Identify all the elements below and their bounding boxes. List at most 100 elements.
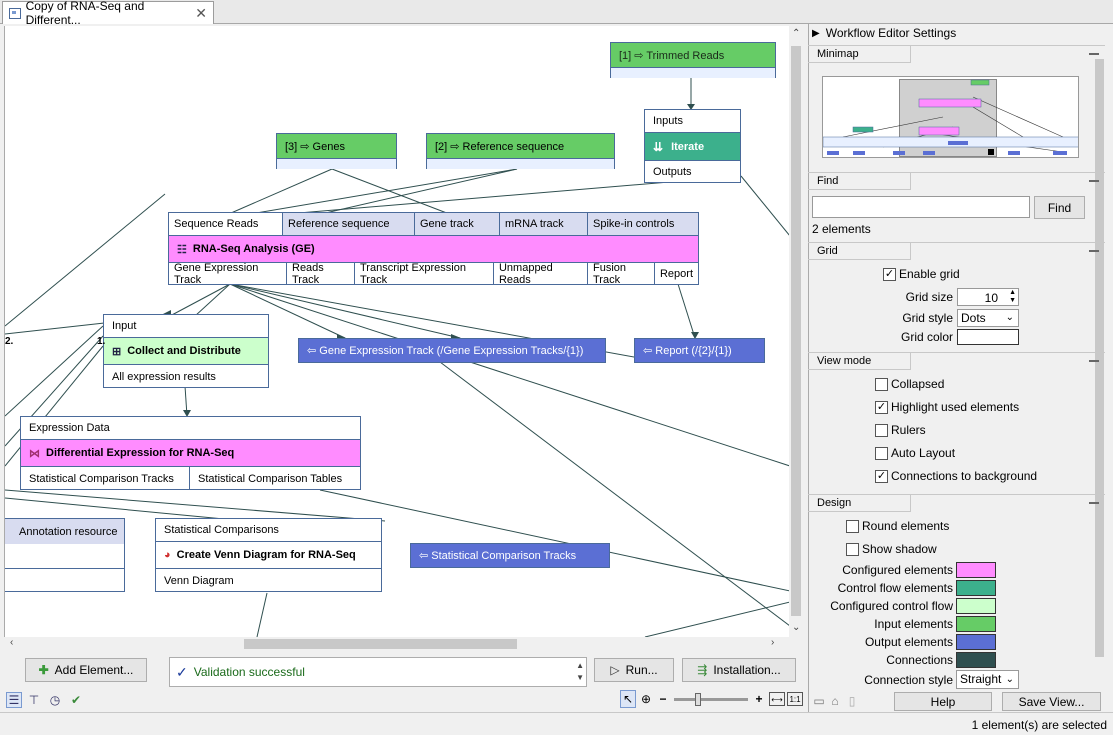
viewmode-section-header[interactable]: View mode — [808, 352, 1105, 370]
port-gene-track[interactable]: Gene track — [415, 213, 500, 235]
zoom-out-icon[interactable]: − — [659, 692, 667, 706]
save-view-button[interactable]: Save View... — [1002, 692, 1101, 711]
output-gene-expression-track[interactable]: ⇦ Gene Expression Track (/Gene Expressio… — [298, 338, 606, 363]
collapse-viewmode-icon[interactable] — [1089, 360, 1099, 362]
diffexp-input[interactable]: Expression Data — [29, 422, 110, 434]
connections-swatch[interactable] — [956, 652, 996, 668]
minimap[interactable] — [822, 76, 1079, 158]
settings-scrollbar-thumb[interactable] — [1095, 59, 1104, 657]
collapsed-checkbox[interactable] — [875, 378, 888, 391]
port-report[interactable]: Report — [659, 268, 694, 280]
collect-input[interactable]: Input — [112, 320, 137, 332]
port-mrna-track[interactable]: mRNA track — [500, 213, 588, 235]
scroll-up-icon[interactable]: ⌃ — [792, 28, 801, 39]
scroll-right-icon[interactable]: › — [771, 637, 775, 648]
find-input[interactable] — [812, 196, 1030, 218]
rnaseq-analysis-element[interactable]: Sequence Reads Reference sequence Gene t… — [168, 212, 699, 286]
port-gene-expression-track[interactable]: Gene Expression Track — [169, 262, 287, 286]
venn-output[interactable]: Venn Diagram — [156, 568, 381, 592]
port-statistical-comparison-tracks[interactable]: Statistical Comparison Tracks — [21, 467, 190, 490]
collect-output[interactable]: All expression results — [104, 364, 268, 388]
vertical-scroll-thumb[interactable] — [791, 46, 801, 616]
auto-layout-checkbox[interactable] — [875, 447, 888, 460]
collapse-find-icon[interactable] — [1089, 180, 1099, 182]
collapse-grid-icon[interactable] — [1089, 250, 1099, 252]
venn-diagram-element[interactable]: Statistical Comparisons ◕ Create Venn Di… — [155, 518, 382, 592]
scroll-left-icon[interactable]: ‹ — [10, 637, 14, 648]
port-fusion-track[interactable]: Fusion Track — [588, 262, 655, 286]
configured-control-flow-swatch[interactable] — [956, 598, 996, 614]
control-flow-elements-swatch[interactable] — [956, 580, 996, 596]
pointer-icon[interactable]: ↖ — [620, 690, 636, 708]
zoom-slider-thumb[interactable] — [695, 693, 701, 706]
rulers-checkbox[interactable] — [875, 424, 888, 437]
input-genes[interactable]: [3] ⇨ Genes — [276, 133, 397, 169]
find-button[interactable]: Find — [1034, 196, 1085, 219]
tab-workflow[interactable]: Copy of RNA-Seq and Different... ✕ — [2, 0, 214, 27]
port-transcript-expression-track[interactable]: Transcript Expression Track — [355, 262, 494, 286]
input-trimmed-reads[interactable]: [1] ⇨ Trimmed Reads — [610, 42, 776, 78]
collapse-panel-icon[interactable]: ▶ — [812, 27, 820, 39]
iterate-element[interactable]: Inputs ⇊ Iterate Outputs — [644, 109, 741, 183]
design-section-header[interactable]: Design — [808, 494, 1105, 512]
scroll-down-icon[interactable]: ⌄ — [792, 622, 801, 633]
minimap-section-header[interactable]: Minimap — [808, 45, 1105, 63]
port-unmapped-reads[interactable]: Unmapped Reads — [494, 262, 588, 286]
fit-width-icon[interactable]: ⟷ — [769, 692, 785, 706]
horizontal-scroll-thumb[interactable] — [244, 639, 517, 649]
workflow-view-icon[interactable]: ☰ — [6, 692, 22, 708]
collect-distribute-element[interactable]: Input ⊞ Collect and Distribute All expre… — [103, 314, 269, 388]
port-sequence-reads[interactable]: Sequence Reads — [169, 213, 283, 235]
input-elements-swatch[interactable] — [956, 616, 996, 632]
round-elements-checkbox[interactable] — [846, 520, 859, 533]
validate-view-icon[interactable]: ✔ — [70, 693, 82, 707]
differential-expression-element[interactable]: Expression Data ⋈ Differential Expressio… — [20, 416, 361, 490]
grid-size-stepper[interactable]: 10 ▲▼ — [957, 288, 1019, 306]
new-view-icon[interactable]: ▭ — [813, 694, 825, 708]
installation-button[interactable]: ⇶ Installation... — [682, 658, 796, 682]
port-statistical-comparison-tables[interactable]: Statistical Comparison Tables — [198, 472, 343, 485]
grid-style-select[interactable]: Dots ⌄ — [957, 309, 1019, 327]
close-icon[interactable]: ✕ — [195, 4, 207, 21]
run-button[interactable]: ▷ Run... — [594, 658, 674, 682]
connections-background-checkbox[interactable]: ✓ — [875, 470, 888, 483]
iterate-inputs[interactable]: Inputs — [653, 115, 683, 127]
collapse-minimap-icon[interactable] — [1089, 53, 1099, 55]
output-report[interactable]: ⇦ Report (/{2}/{1}) — [634, 338, 765, 363]
collapse-design-icon[interactable] — [1089, 502, 1099, 504]
configured-elements-swatch[interactable] — [956, 562, 996, 578]
zoom-icon[interactable]: ⊕ — [640, 692, 652, 706]
history-view-icon[interactable]: ◷ — [49, 693, 61, 707]
delete-view-icon[interactable]: ▯ — [848, 694, 856, 708]
actual-size-icon[interactable]: 1:1 — [787, 692, 803, 706]
folder-icon[interactable]: ⌂ — [831, 694, 839, 708]
zoom-in-icon[interactable]: + — [755, 692, 763, 706]
workflow-canvas[interactable]: [1] ⇨ Trimmed Reads [3] ⇨ Genes [2] ⇨ Re… — [4, 26, 789, 637]
venn-input[interactable]: Statistical Comparisons — [164, 524, 279, 536]
zoom-slider[interactable] — [674, 693, 748, 706]
port-reads-track[interactable]: Reads Track — [287, 262, 355, 286]
validation-scroll[interactable]: ▲▼ — [576, 661, 584, 682]
port-spike-in-controls[interactable]: Spike-in controls — [593, 218, 675, 230]
vertical-scrollbar[interactable]: ⌃ ⌄ — [789, 26, 803, 637]
iterate-outputs[interactable]: Outputs — [645, 160, 740, 183]
input-reference-sequence[interactable]: [2] ⇨ Reference sequence — [426, 133, 615, 169]
add-element-button[interactable]: ✚ Add Element... — [25, 658, 147, 682]
enable-grid-checkbox[interactable]: ✓ — [883, 268, 896, 281]
grid-color-swatch[interactable] — [957, 329, 1019, 345]
horizontal-scrollbar[interactable]: ‹ › — [4, 637, 789, 651]
grid-section-header[interactable]: Grid — [808, 242, 1105, 260]
find-section-header[interactable]: Find — [808, 172, 1105, 190]
annotation-resource-port[interactable]: Annotation resource — [5, 519, 124, 544]
help-button[interactable]: Help — [894, 692, 992, 711]
hierarchy-view-icon[interactable]: ⊤ — [28, 693, 40, 707]
output-statistical-comparison-tracks[interactable]: ⇦ Statistical Comparison Tracks — [410, 543, 610, 568]
grid-size-value[interactable]: 10 — [984, 291, 998, 305]
annotation-element[interactable]: Annotation resource — [5, 518, 125, 592]
connection-style-select[interactable]: Straight ⌄ — [956, 670, 1019, 689]
output-elements-swatch[interactable] — [956, 634, 996, 650]
settings-scrollbar[interactable] — [1094, 44, 1105, 687]
highlight-used-checkbox[interactable]: ✓ — [875, 401, 888, 414]
show-shadow-checkbox[interactable] — [846, 543, 859, 556]
settings-header[interactable]: ▶ Workflow Editor Settings — [812, 24, 1102, 42]
